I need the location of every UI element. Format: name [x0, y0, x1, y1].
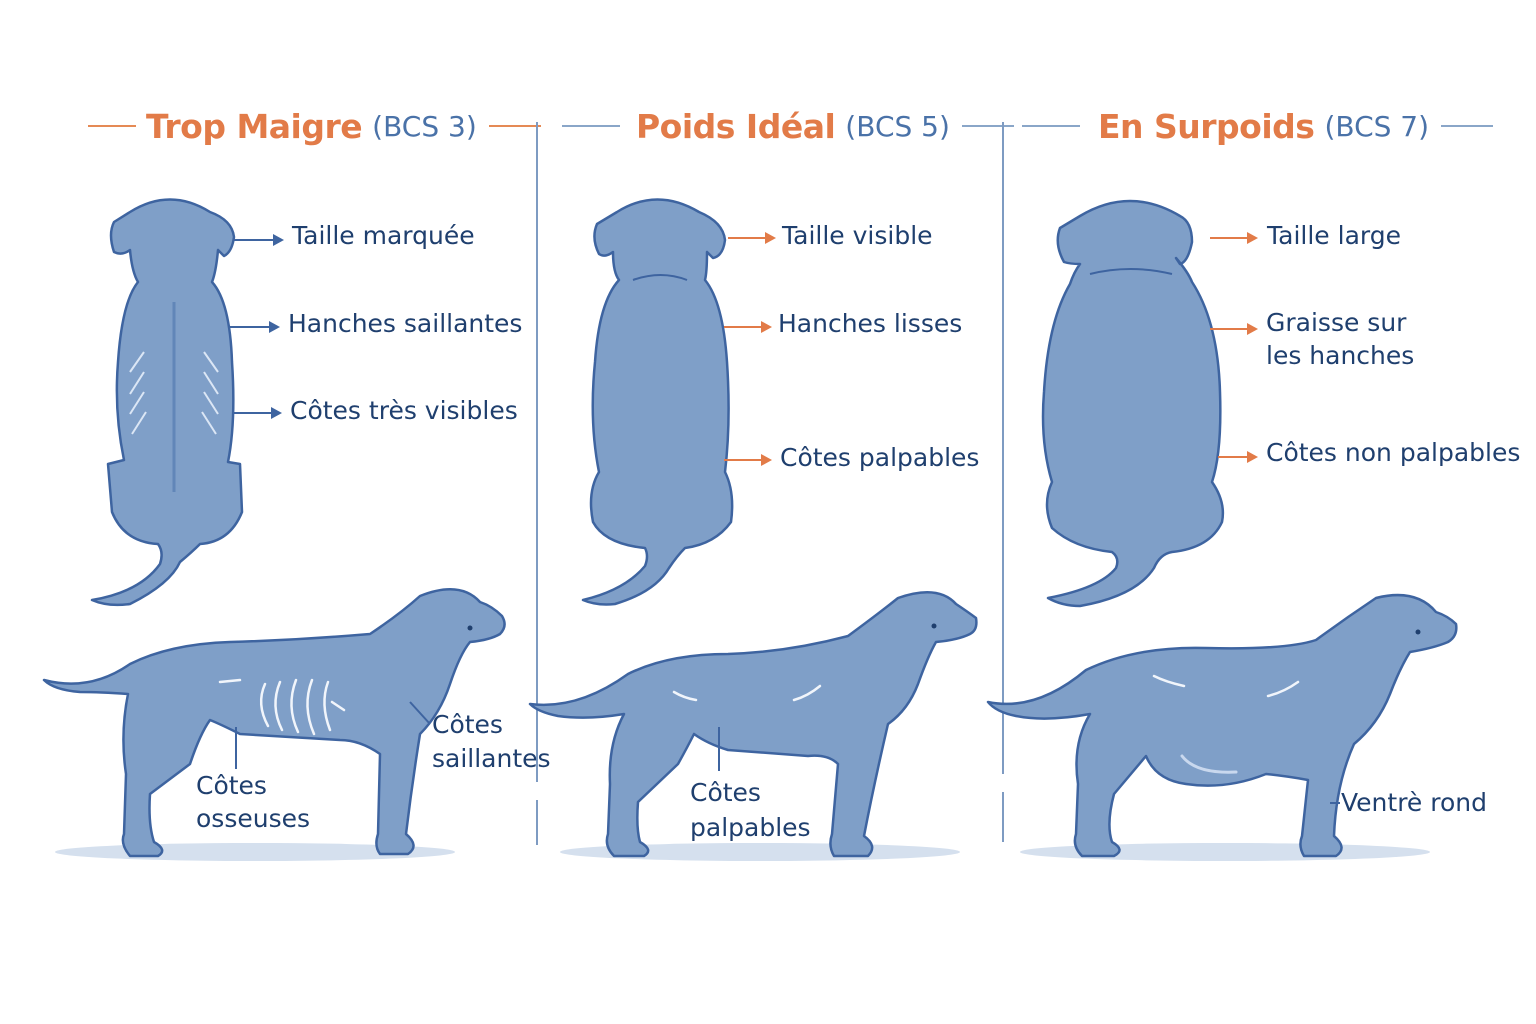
panel-divider [1002, 792, 1004, 842]
arrow-icon [728, 232, 776, 244]
label-waist: Taille large [1267, 221, 1401, 250]
label-waist: Taille visible [782, 221, 933, 250]
label-prominent-ribs-line2: saillantes [432, 744, 551, 773]
label-fat-hips-line2: les hanches [1266, 341, 1415, 370]
label-ribs: Côtes très visibles [290, 396, 518, 425]
dog-top-view-thin [90, 198, 244, 607]
panel-divider [536, 122, 538, 782]
title-rule-right [1441, 125, 1494, 127]
label-prominent-ribs-line1: Côtes [432, 710, 503, 739]
title-rule-left [1022, 125, 1080, 127]
bcs-score: (BCS 3) [372, 109, 477, 143]
arrow-icon [724, 454, 772, 466]
label-bony-ribs-line1: Côtes [196, 771, 267, 800]
dog-top-view-ideal [581, 198, 734, 606]
arrow-icon [234, 234, 284, 246]
callout-line [718, 727, 720, 771]
label-ribs: Côtes non palpables [1266, 438, 1521, 467]
callout-line [1330, 802, 1340, 804]
bcs-score: (BCS 7) [1324, 109, 1430, 143]
title-rule-right [488, 125, 541, 127]
title-rule-left [562, 125, 620, 127]
arrow-icon [724, 321, 772, 333]
bcs-score: (BCS 5) [845, 109, 950, 143]
arrow-icon [1218, 451, 1258, 463]
arrow-icon [232, 407, 282, 419]
panel-title-ideal: Poids Idéal (BCS 5) [562, 104, 1014, 148]
panel-divider [536, 800, 538, 845]
dog-side-view-thin [42, 588, 506, 858]
panel-title-overweight: En Surpoids (BCS 7) [1022, 104, 1494, 148]
label-ribs: Côtes palpables [780, 443, 980, 472]
panel-title-underweight: Trop Maigre (BCS 3) [88, 104, 541, 148]
label-waist: Taille marquée [292, 221, 475, 250]
panel-divider [1002, 122, 1004, 774]
title-text: Poids Idéal [636, 106, 836, 146]
label-bony-ribs-line2: osseuses [196, 804, 311, 833]
callout-line [235, 727, 237, 769]
label-hips: Hanches saillantes [288, 309, 523, 338]
label-hips: Hanches lisses [778, 309, 963, 338]
arrow-icon [1210, 323, 1258, 335]
arrow-icon [230, 321, 280, 333]
label-fat-hips-line1: Graisse sur [1266, 308, 1407, 337]
title-rule-left [88, 125, 136, 127]
dog-side-view-overweight [986, 593, 1458, 858]
callout-line [409, 701, 431, 725]
dog-top-view-overweight [1041, 199, 1225, 608]
title-text: Trop Maigre [146, 106, 363, 146]
label-palpable-ribs-line2: palpables [690, 813, 811, 842]
arrow-icon [1210, 232, 1258, 244]
label-round-belly: Ventrè rond [1341, 788, 1487, 817]
label-palpable-ribs-line1: Côtes [690, 778, 761, 807]
dog-side-view-ideal [528, 591, 978, 858]
title-rule-right [961, 125, 1014, 127]
title-text: En Surpoids [1098, 106, 1315, 146]
